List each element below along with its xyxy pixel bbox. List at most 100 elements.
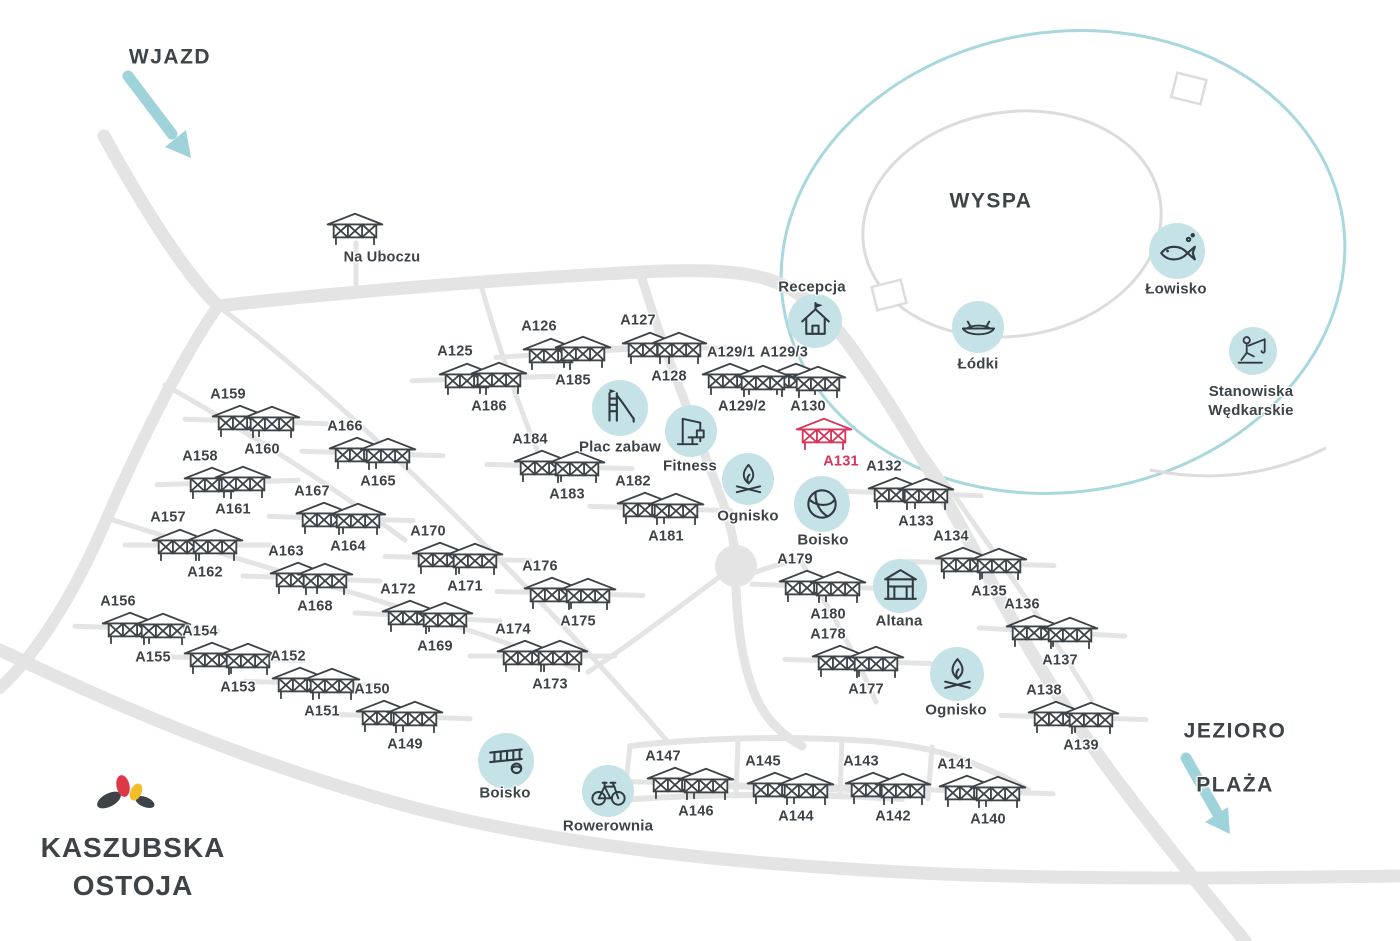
cabin-label-a173: A173 [532,676,568,693]
entrance-arrow-icon [122,70,191,158]
house-icon [795,301,836,342]
cabin-label-a147: A147 [645,748,681,765]
cabin-icon-a165[interactable] [359,437,417,472]
cabin-label-a129-1: A129/1 [707,344,755,361]
cabin-label-a162: A162 [187,564,223,581]
cabin-label-a138: A138 [1026,682,1062,699]
cabin-label-a181: A181 [648,528,684,545]
cabin-label-a164: A164 [330,538,366,555]
plac-zabaw-marker[interactable] [592,380,648,436]
cabin-label-a137: A137 [1042,652,1078,669]
cabin-icon-a142[interactable] [874,772,932,807]
boat-icon [959,308,998,347]
cabin-icon-a129-2[interactable] [734,364,792,399]
cabin-icon-a164[interactable] [329,502,387,537]
cabin-icon-a130[interactable] [789,365,847,400]
cabin-label-a154: A154 [182,623,218,640]
altana-marker[interactable] [873,559,927,613]
ognisko-2-marker[interactable] [930,647,984,701]
cabin-label-a143: A143 [843,753,879,770]
fitness-label: Fitness [663,457,717,475]
cabin-label-a133: A133 [898,513,934,530]
cabin-label-a125: A125 [437,343,473,360]
cabin-label-a159: A159 [210,386,246,403]
cabin-icon-a135[interactable] [970,547,1028,582]
brand-mark-icon [97,775,155,809]
cabin-icon-a186[interactable] [470,361,528,396]
altana-label: Altana [875,612,923,630]
cabin-label-a144: A144 [778,808,814,825]
rowerownia-marker[interactable] [582,765,634,817]
ognisko-1-marker[interactable] [722,453,774,505]
cabin-label-a129-2: A129/2 [718,398,766,415]
lodki-marker[interactable] [952,301,1004,353]
cabin-label-a149: A149 [387,736,423,753]
beach-label-line2: PLAŻA [1196,773,1274,797]
beach-arrow-icon [1180,752,1230,834]
cabin-icon-a168[interactable] [296,562,354,597]
cabin-icon-a180[interactable] [809,570,867,605]
cabin-icon-a169[interactable] [416,601,474,636]
boisko-siatkowka-marker[interactable] [478,733,534,789]
entrance-label: WJAZD [128,45,212,69]
cabin-label-a178: A178 [810,626,846,643]
brand-line1: KASZUBSKA [40,832,226,863]
roundabout [715,545,757,587]
cabin-label-a142: A142 [875,808,911,825]
cabin-icon-a181[interactable] [647,492,705,527]
cabin-icon-a139[interactable] [1062,701,1120,736]
cabin-icon-a137[interactable] [1041,616,1099,651]
cabin-icon-a153[interactable] [219,642,277,677]
cabin-label-a163: A163 [268,543,304,560]
fitness-marker[interactable] [665,405,717,457]
stanowiska-wedkarskie-marker[interactable] [1229,327,1277,375]
cabin-icon-a146[interactable] [677,767,735,802]
cabin-icon-a173[interactable] [531,639,589,674]
bike-icon [589,772,628,811]
cabin-icon-na-uboczu[interactable] [326,212,384,247]
cabin-label-a165: A165 [360,473,396,490]
cabin-icon-a171[interactable] [446,542,504,577]
boisko-gry-label: Boisko [797,531,849,549]
cabin-label-a175: A175 [560,613,596,630]
recepcja-marker[interactable] [788,294,842,348]
cabin-label-na-uboczu: Na Uboczu [343,249,421,266]
cabin-icon-a128[interactable] [650,331,708,366]
net-icon [485,740,527,782]
gazebo-icon [880,566,921,607]
cabin-icon-a175[interactable] [559,577,617,612]
cabin-label-a167: A167 [294,483,330,500]
boisko-gry-marker[interactable] [794,476,850,532]
lowisko-marker[interactable] [1149,223,1205,279]
cabin-label-a126: A126 [521,318,557,335]
cabin-icon-a162[interactable] [186,528,244,563]
cabin-label-a140: A140 [970,811,1006,828]
cabin-label-a179: A179 [777,551,813,568]
cabin-label-a145: A145 [745,753,781,770]
cabin-icon-a140[interactable] [969,775,1027,810]
cabin-label-a150: A150 [354,681,390,698]
cabin-icon-a144[interactable] [777,772,835,807]
boisko-siatkowka-label: Boisko [479,784,531,802]
ognisko-2-label: Ognisko [925,701,987,719]
cabin-label-a183: A183 [549,486,585,503]
cabin-label-a156: A156 [100,593,136,610]
cabin-label-a177: A177 [848,681,884,698]
cabin-label-a176: A176 [522,558,558,575]
cabin-icon-a131[interactable] [795,417,853,452]
cabin-icon-a160[interactable] [243,405,301,440]
cabin-icon-a185[interactable] [554,335,612,370]
ball-icon [801,483,843,525]
cabin-icon-a133[interactable] [897,477,955,512]
cabin-label-a161: A161 [215,501,251,518]
cabin-icon-a149[interactable] [386,700,444,735]
cabin-icon-a161[interactable] [214,465,272,500]
cabin-icon-a151[interactable] [303,667,361,702]
cabin-icon-a177[interactable] [847,645,905,680]
cabin-label-a166: A166 [327,418,363,435]
cabin-label-a136: A136 [1004,596,1040,613]
stanowiska-wedkarskie-label: Stanowiska Wędkarskie [1208,383,1294,419]
